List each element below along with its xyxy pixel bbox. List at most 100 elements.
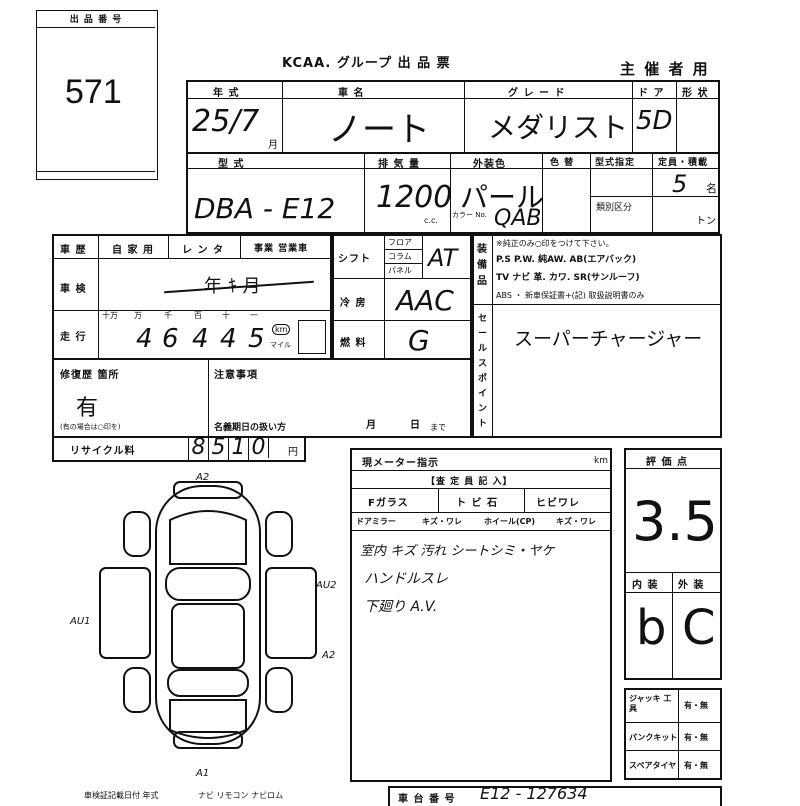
year-value: 25/7 bbox=[192, 104, 260, 139]
front-right-tire bbox=[265, 511, 293, 557]
recycle-digit-2: 5 bbox=[208, 436, 228, 460]
damage-mark-right: A2 bbox=[322, 650, 336, 661]
sales-point-label: セ ー ル ス ポ イ ン ト bbox=[478, 314, 489, 429]
shift-column[interactable]: コラム bbox=[388, 252, 412, 261]
recycle-digit-1: 8 bbox=[188, 436, 208, 460]
rear-right-tire bbox=[265, 667, 293, 713]
equip-line-1: ※純正のみ○印をつけて下さい。 bbox=[496, 239, 614, 248]
car-body-outline bbox=[155, 485, 261, 745]
jack-tools-value[interactable]: 有・無 bbox=[684, 701, 708, 710]
aircon-value: AAC bbox=[396, 284, 454, 317]
mileage-unit-1k: 千 bbox=[164, 311, 172, 320]
deadline-label: 名義期日の扱い方 bbox=[214, 423, 287, 433]
deadline-month: 月 bbox=[366, 420, 377, 431]
shift-panel[interactable]: パネル bbox=[388, 266, 412, 275]
car-hood bbox=[169, 510, 247, 565]
meter-label: 現メーター指示 bbox=[362, 458, 439, 469]
repair-note: (有の場合は○印を) bbox=[60, 423, 121, 431]
history-block: 車 歴 自 家 用 レ ン タ 事業 営業車 車 検 年 ｷ 月 走 行 bbox=[52, 234, 332, 360]
left-door-panel bbox=[99, 567, 151, 659]
repair-label: 修復歴 箇所 bbox=[60, 370, 120, 381]
interior-value: b bbox=[636, 600, 667, 656]
color-no-label: カラー No. bbox=[452, 211, 487, 219]
item-wheel[interactable]: ホイール(CP) bbox=[484, 517, 536, 526]
cc-unit: c.c. bbox=[424, 216, 438, 225]
aircon-label: 冷 房 bbox=[340, 298, 367, 309]
grade-value: メダリスト bbox=[488, 111, 629, 144]
carname-header: 車 名 bbox=[338, 88, 365, 99]
front-left-tire bbox=[123, 511, 151, 557]
sales-point-value: スーパーチャージャー bbox=[514, 328, 703, 350]
recycle-label: リサイクル料 bbox=[70, 446, 136, 457]
grade-header: グ レ ー ド bbox=[508, 88, 566, 99]
type-header: 型 式 bbox=[218, 159, 245, 170]
repair-notes-block: 修復歴 箇所 有 (有の場合は○印を) 注意事項 名義期日の扱い方 月 日 まで bbox=[52, 360, 472, 438]
item-fglass[interactable]: Fガラス bbox=[368, 498, 409, 509]
chassis-label: 車 台 番 号 bbox=[398, 794, 456, 805]
mileage-unit-1: 一 bbox=[250, 311, 258, 320]
repair-value: 有 bbox=[76, 396, 99, 421]
mileage-unit-100k: 十万 bbox=[102, 311, 118, 320]
equip-line-3: TV ナビ 革. カワ. SR(サンルーフ) bbox=[496, 273, 640, 283]
inspector-comment-2: ハンドルスレ bbox=[364, 571, 448, 587]
displacement-value: 1200 bbox=[376, 180, 453, 215]
car-roof bbox=[171, 603, 245, 669]
mileage-unit-100: 百 bbox=[194, 311, 202, 320]
type-code-value: DBA - E12 bbox=[194, 192, 336, 225]
item-crack[interactable]: ヒビワレ bbox=[536, 498, 580, 509]
bottom-left-text: 車検証記載日付 年式 bbox=[84, 791, 159, 800]
shift-value: AT bbox=[428, 244, 458, 272]
mileage-unit-mile: マイル bbox=[270, 341, 291, 349]
exterior-header: 外 装 bbox=[678, 580, 705, 591]
mileage-label: 走 行 bbox=[60, 332, 87, 343]
use-label: 車 歴 bbox=[60, 245, 87, 256]
mileage-digit-3: 4 bbox=[192, 324, 209, 354]
item-wheel-damage[interactable]: キズ・ワレ bbox=[556, 517, 596, 526]
organizer-label: 主 催 者 用 bbox=[620, 60, 710, 78]
equip-label: 装 備 品 bbox=[477, 244, 488, 287]
mileage-digit-5: 5 bbox=[248, 324, 265, 354]
row2-table: 型 式 排 気 量 外装色 色 替 型式指定 定員・積載 DBA - E12 1… bbox=[186, 154, 720, 234]
doors-value: 5D bbox=[636, 106, 673, 136]
use-private[interactable]: 自 家 用 bbox=[112, 245, 154, 256]
mileage-digits: 十万 万 千 百 十 一 4 6 4 4 5 km マイル bbox=[100, 310, 330, 358]
evaluation-block: 評 価 点 3.5 内 装 外 装 b C bbox=[624, 448, 722, 680]
rear-bumper bbox=[173, 731, 243, 749]
car-trunk bbox=[169, 699, 247, 739]
lot-number-label: 出 品 番 号 bbox=[69, 15, 123, 25]
puncture-kit-value[interactable]: 有・無 bbox=[684, 733, 708, 742]
use-business[interactable]: 事業 営業車 bbox=[254, 244, 309, 254]
class-label: 類別区分 bbox=[596, 203, 633, 213]
mileage-check-box[interactable] bbox=[298, 320, 326, 354]
spare-tire-label: スペアタイヤ bbox=[629, 761, 677, 770]
car-windshield bbox=[165, 567, 251, 601]
colorchange-header: 色 替 bbox=[550, 158, 575, 168]
year-header: 年 式 bbox=[213, 88, 240, 99]
exterior-value: C bbox=[682, 600, 716, 656]
evaluation-label: 評 価 点 bbox=[646, 457, 688, 468]
shape-header: 形 状 bbox=[682, 88, 709, 99]
item-mirror-damage[interactable]: キズ・ワレ bbox=[422, 517, 462, 526]
puncture-kit-label: パンクキット bbox=[629, 733, 678, 742]
inspector-comment-3: 下廻り A.V. bbox=[364, 599, 438, 615]
use-rental[interactable]: レ ン タ bbox=[182, 245, 224, 256]
item-chip[interactable]: ト ビ 石 bbox=[456, 498, 498, 509]
row1-table: 年 式 車 名 グ レ ー ド ド ア 形 状 25/7 月 ノート メダリスト… bbox=[186, 80, 720, 154]
mileage-digit-2: 6 bbox=[162, 324, 179, 354]
jack-tools-label: ジャッキ 工 具 bbox=[629, 694, 672, 713]
item-door-mirror[interactable]: ドアミラー bbox=[356, 517, 396, 526]
equip-line-4: ABS ・ 新車保証書+(記) 取扱説明書のみ bbox=[496, 291, 645, 300]
right-door-panel bbox=[265, 567, 317, 659]
notes-label: 注意事項 bbox=[214, 370, 258, 381]
sheet-title: KCAA. グループ 出 品 票 bbox=[282, 56, 451, 71]
capacity-unit: 名 bbox=[706, 182, 717, 195]
chassis-block: 車 台 番 号 E12 - 127634 bbox=[388, 784, 722, 806]
rear-left-tire bbox=[123, 667, 151, 713]
equipment-block: 装 備 品 ※純正のみ○印をつけて下さい。 P.S P.W. 純AW. AB(エ… bbox=[472, 234, 722, 438]
shift-floor[interactable]: フロア bbox=[388, 238, 412, 247]
mileage-digit-1: 4 bbox=[136, 324, 153, 354]
spare-tire-value[interactable]: 有・無 bbox=[684, 761, 708, 770]
capacity-value: 5 bbox=[672, 170, 688, 198]
lot-number-value: 571 bbox=[65, 73, 122, 111]
damage-mark-right-top: AU2 bbox=[316, 580, 337, 591]
